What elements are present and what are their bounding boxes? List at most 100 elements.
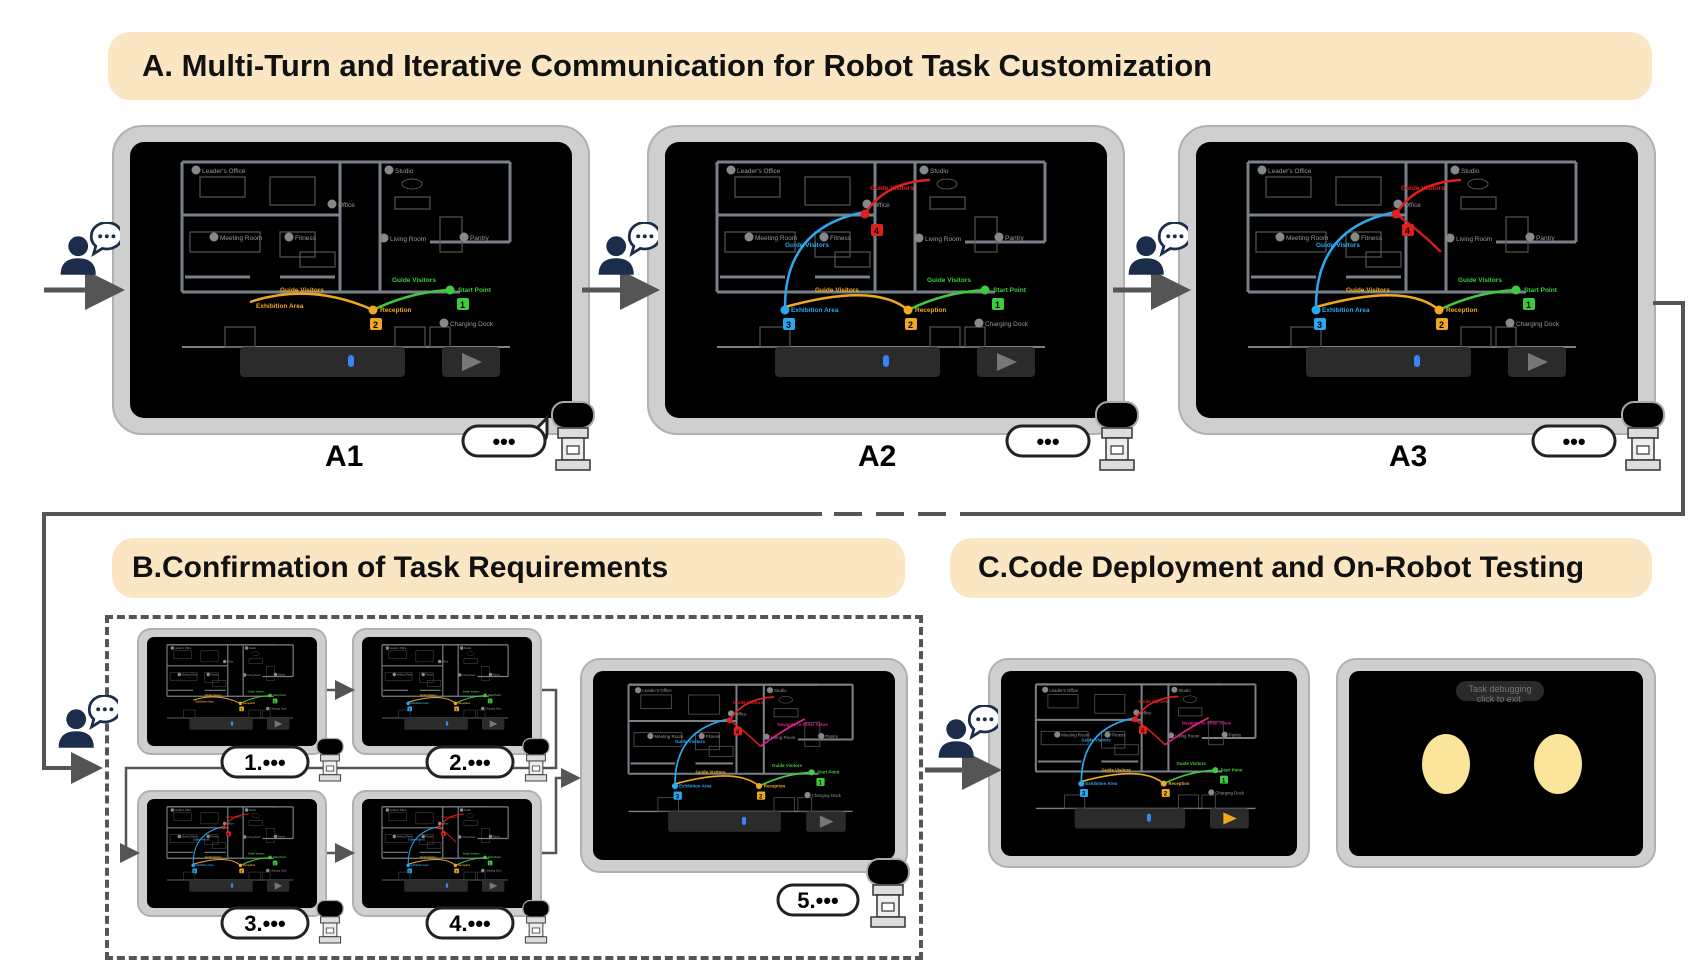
badge-step-3-bg — [192, 868, 197, 874]
label-start-point: Start Point — [458, 287, 492, 294]
badge-step-2: 2 — [908, 320, 913, 330]
room-meeting: Meeting Room — [220, 235, 262, 242]
speech-bubble-b1: 1.••• — [220, 745, 310, 779]
label-guide-orange: Guide Visitors — [205, 694, 222, 697]
badge-step-3: 3 — [194, 869, 196, 873]
furniture — [734, 176, 781, 198]
room-studio-dot — [384, 165, 394, 175]
room-office: Office — [1404, 202, 1421, 209]
furniture — [199, 176, 246, 198]
badge-step-2-bg — [239, 868, 244, 874]
room-charging-dot — [481, 706, 485, 711]
label-reception: Reception — [915, 307, 946, 314]
badge-step-2: 2 — [455, 707, 457, 711]
badge-step-1-bg — [992, 298, 1004, 310]
label-guide-green: Guide Visitors — [1458, 277, 1502, 284]
room-leaders-office: Leader's Office — [175, 647, 192, 650]
mic-bar — [1074, 808, 1186, 829]
badge-step-1: 1 — [489, 700, 491, 704]
room-studio-dot — [459, 646, 464, 650]
route-other-areas — [759, 718, 806, 748]
mic-bar — [404, 717, 468, 730]
room-meeting: Meeting Room — [397, 836, 413, 839]
badge-step-1: 1 — [274, 700, 276, 704]
room-office: Office — [338, 202, 355, 209]
badge-step-2-bg — [756, 791, 766, 800]
label-guide-red: Guide Visitors — [1138, 699, 1168, 704]
route-guide-green — [240, 694, 271, 704]
furniture — [212, 680, 227, 687]
room-studio-dot — [1171, 686, 1178, 693]
label-guide-orange: Guide Visitors — [1101, 768, 1131, 773]
section-b-frame — [105, 615, 923, 960]
furniture — [262, 871, 271, 881]
label-guide-orange: Guide Visitors — [280, 287, 324, 294]
room-pantry: Pantry — [493, 674, 501, 677]
room-pantry-dot — [488, 834, 493, 839]
room-living-dot — [242, 673, 247, 677]
furniture — [929, 196, 966, 210]
furniture — [1460, 196, 1497, 210]
room-charging-dot — [804, 791, 811, 799]
route-guide-red — [438, 813, 464, 828]
room-leaders-office-dot — [191, 165, 201, 175]
room-charging: Charging Dock — [450, 321, 494, 328]
badge-step-1-bg — [816, 777, 825, 787]
exhibition-dot — [1311, 305, 1321, 315]
section-b-banner: B.Confirmation of Task Requirements — [112, 538, 905, 598]
robot-icon-b5 — [865, 857, 911, 929]
room-studio: Studio — [464, 809, 472, 812]
furniture — [929, 326, 961, 348]
badge-step-3: 3 — [786, 320, 791, 330]
room-leaders-office-dot — [1042, 686, 1049, 693]
label-exhibition: Exhibition Area — [1085, 781, 1117, 786]
room-fitness-dot — [206, 834, 210, 839]
play-icon — [489, 882, 498, 890]
furniture — [224, 326, 256, 348]
room-meeting-dot — [647, 732, 654, 740]
room-charging: Charging Dock — [985, 321, 1029, 328]
room-charging-dot — [266, 868, 270, 873]
furniture — [248, 871, 261, 881]
room-fitness: Fitness — [1111, 733, 1126, 738]
label-start-point: Start Point — [1221, 768, 1244, 773]
furniture — [1495, 326, 1517, 348]
room-pantry-dot — [273, 834, 278, 839]
badge-step-4-bg — [1402, 224, 1414, 236]
room-pantry-dot — [818, 732, 825, 740]
label-guide-blue: Guide Visitors — [1081, 737, 1111, 742]
badge-step-2-bg — [454, 706, 459, 712]
badge-step-4-bg — [1138, 725, 1147, 735]
room-living-dot — [379, 233, 389, 243]
furniture — [427, 680, 442, 687]
speech-text-b2: 2.••• — [449, 750, 490, 775]
room-studio-dot — [459, 808, 464, 812]
label-guide-green: Guide Visitors — [248, 852, 265, 855]
furniture — [388, 812, 407, 821]
room-living-dot — [457, 835, 462, 839]
badge-step-2-bg — [370, 318, 382, 330]
room-pantry-dot — [488, 672, 493, 677]
speech-bubble-a2: ••• — [1005, 424, 1091, 458]
exhibition-dot — [406, 701, 410, 706]
mic-icon — [230, 721, 234, 726]
furniture — [724, 231, 796, 253]
label-exhibition: Exhibition Area — [791, 307, 839, 314]
label-guide-green: Guide Visitors — [463, 690, 480, 693]
label-exhibition: Exhibition Area — [256, 303, 304, 310]
route-guide-red — [863, 178, 931, 215]
debug-exit-pill[interactable]: Task debugging click to exit. — [1456, 681, 1544, 704]
room-studio: Studio — [249, 809, 257, 812]
route-guide-blue — [674, 718, 730, 784]
route-living-red — [438, 827, 457, 843]
room-pantry: Pantry — [1229, 733, 1242, 738]
